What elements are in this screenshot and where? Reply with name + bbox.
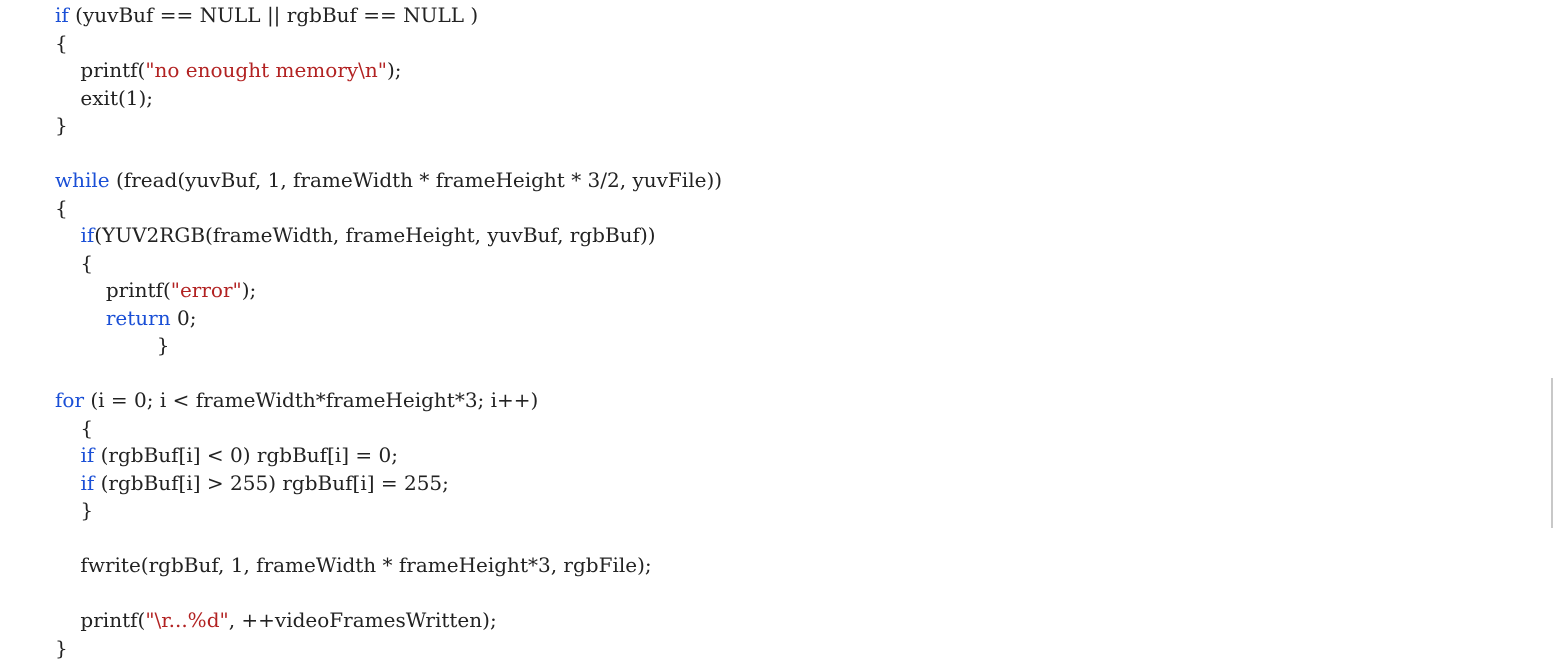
code-text: { <box>55 195 68 220</box>
code-line: while (fread(yuvBuf, 1, frameWidth * fra… <box>55 167 722 195</box>
code-keyword: return <box>105 305 171 330</box>
code-text: (i = 0; i < frameWidth*frameHeight*3; i+… <box>84 388 539 412</box>
code-text: printf( <box>55 58 146 82</box>
code-line <box>55 525 722 553</box>
code-text <box>55 443 80 467</box>
code-line: if (rgbBuf[i] > 255) rgbBuf[i] = 255; <box>55 470 722 498</box>
code-text: { <box>55 415 94 440</box>
code-text: (fread(yuvBuf, 1, frameWidth * frameHeig… <box>109 168 723 192</box>
code-text: { <box>55 250 94 275</box>
code-text: (yuvBuf == NULL || rgbBuf == NULL ) <box>68 3 479 27</box>
code-line: if (rgbBuf[i] < 0) rgbBuf[i] = 0; <box>55 442 722 470</box>
code-text: } <box>55 113 68 137</box>
code-text: (rgbBuf[i] > 255) rgbBuf[i] = 255; <box>94 470 449 495</box>
code-text: 0; <box>170 305 197 330</box>
code-text: ); <box>241 278 257 302</box>
code-line: if(YUV2RGB(frameWidth, frameHeight, yuvB… <box>55 222 722 250</box>
code-text: printf( <box>55 608 146 632</box>
code-line: return 0; <box>55 305 722 333</box>
code-keyword: if <box>80 443 95 467</box>
code-line: { <box>55 30 722 58</box>
code-line <box>55 140 722 168</box>
code-string: "\r...%d" <box>145 608 229 632</box>
code-text <box>55 306 106 330</box>
code-line: if (yuvBuf == NULL || rgbBuf == NULL ) <box>55 2 722 30</box>
code-line: } <box>55 332 722 360</box>
code-line: for (i = 0; i < frameWidth*frameHeight*3… <box>55 387 722 415</box>
code-line: } <box>55 112 722 140</box>
code-line: { <box>55 250 722 278</box>
code-keyword: if <box>80 223 95 247</box>
code-keyword: if <box>80 470 95 495</box>
code-line: printf("error"); <box>55 277 722 305</box>
scrollbar-track[interactable] <box>1551 378 1553 528</box>
code-string: "error" <box>170 278 242 302</box>
code-line: } <box>55 497 722 525</box>
code-text: } <box>55 635 68 660</box>
code-line: { <box>55 415 722 443</box>
code-line <box>55 360 722 388</box>
code-text: } <box>55 498 94 522</box>
code-keyword: while <box>55 168 110 192</box>
code-line: exit(1); <box>55 85 722 113</box>
code-line: printf("\r...%d", ++videoFramesWritten); <box>55 607 722 635</box>
code-text: } <box>55 333 170 357</box>
code-text: exit(1); <box>55 85 154 110</box>
code-text: (YUV2RGB(frameWidth, frameHeight, yuvBuf… <box>94 223 656 247</box>
code-text: { <box>55 30 68 55</box>
code-text: , ++videoFramesWritten); <box>228 608 497 632</box>
code-text: printf( <box>55 278 171 302</box>
code-keyword: for <box>55 388 85 412</box>
code-block[interactable]: if (yuvBuf == NULL || rgbBuf == NULL ){ … <box>55 2 722 662</box>
code-line: { <box>55 195 722 223</box>
code-line: printf("no enought memory\n"); <box>55 57 722 85</box>
code-text: fwrite(rgbBuf, 1, frameWidth * frameHeig… <box>55 553 652 577</box>
code-text: ); <box>387 58 402 82</box>
code-text <box>55 471 80 495</box>
code-line: } <box>55 635 722 663</box>
code-text <box>55 223 80 247</box>
code-string: "no enought memory\n" <box>145 58 387 82</box>
code-keyword: if <box>55 3 69 27</box>
code-line <box>55 580 722 608</box>
code-text: (rgbBuf[i] < 0) rgbBuf[i] = 0; <box>94 443 398 467</box>
code-line: fwrite(rgbBuf, 1, frameWidth * frameHeig… <box>55 552 722 580</box>
